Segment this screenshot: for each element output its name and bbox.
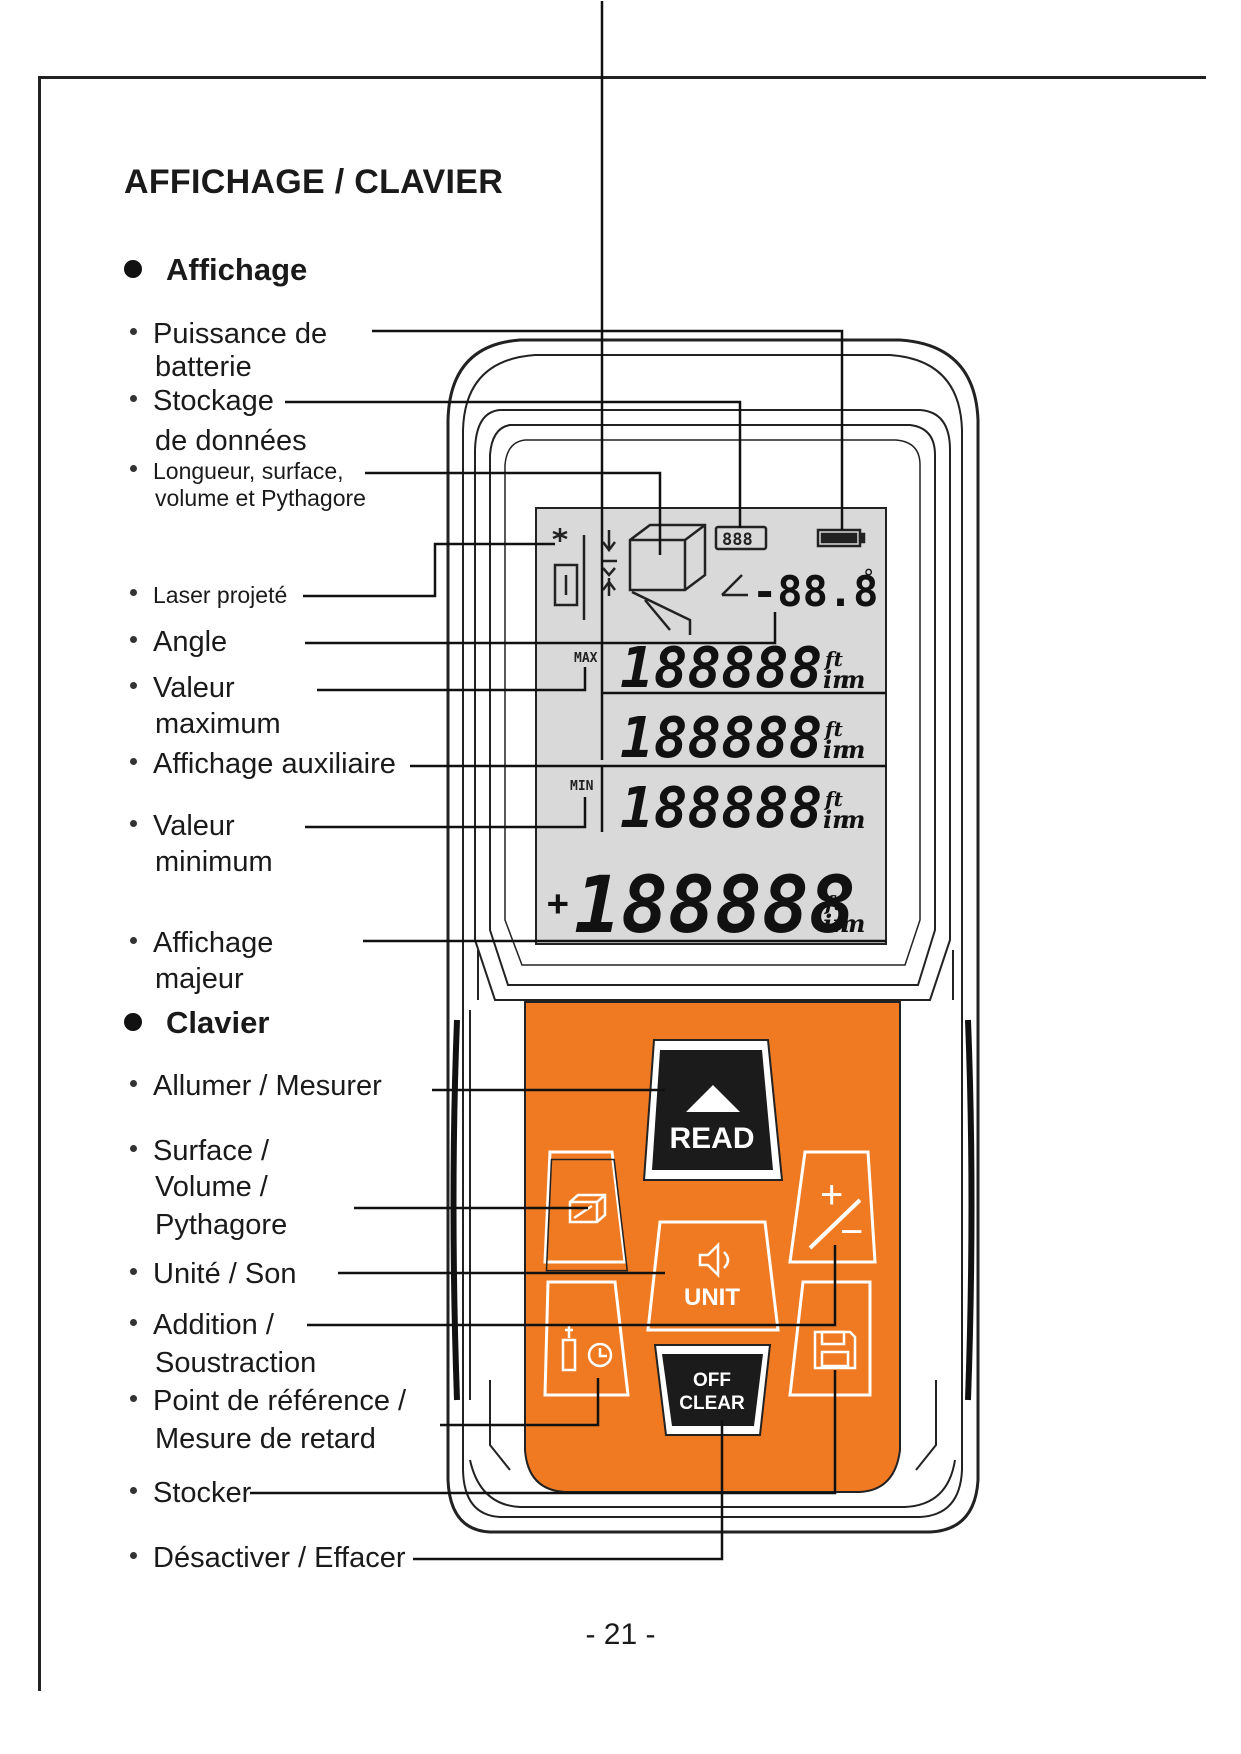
device-body xyxy=(446,338,980,1534)
leader-off-clear xyxy=(413,1420,724,1561)
read-label: READ xyxy=(669,1122,754,1155)
unit-sound-button[interactable]: UNIT xyxy=(646,1220,780,1332)
label-reference-delay: Point de référence /Mesure de retard xyxy=(130,1383,406,1457)
label-off-clear: Désactiver / Effacer xyxy=(130,1540,406,1576)
unit-ft: ft xyxy=(823,717,844,741)
leader-laser xyxy=(303,542,555,598)
section-bullet-icon xyxy=(124,1012,142,1031)
battery-icon xyxy=(816,528,866,548)
laser-pointer-icon xyxy=(552,528,586,620)
section-affichage: Affichage xyxy=(124,252,307,288)
area-volume-icon xyxy=(568,1193,607,1224)
store-button[interactable] xyxy=(788,1280,872,1397)
leader-storage xyxy=(285,400,742,528)
off-clear-button[interactable]: OFF CLEAR xyxy=(653,1344,772,1436)
page-top-rule xyxy=(38,76,1206,79)
unit-m: m xyxy=(840,805,865,834)
save-icon xyxy=(813,1330,857,1370)
leader-reference xyxy=(440,1378,600,1427)
angle-icon xyxy=(721,574,748,597)
lcd-row-3: 188888 xyxy=(620,776,822,841)
unit-m: m xyxy=(840,909,865,938)
label-angle: Angle xyxy=(130,624,227,660)
lcd-max-label: MAX xyxy=(574,651,598,666)
leader-angle xyxy=(305,612,777,645)
lcd-angle: -88.8 xyxy=(752,567,878,616)
label-add-subtract: Addition /Soustraction xyxy=(130,1307,316,1381)
lcd-units: ft in m ft in m ft in m ft in m xyxy=(823,647,865,938)
unit-in: in xyxy=(823,805,850,834)
lcd-degree: ° xyxy=(862,566,875,591)
unit-in-m: in xyxy=(823,665,850,694)
lcd-rows: 188888 188888 188888 188888 + xyxy=(547,636,856,951)
label-power-measure: Allumer / Mesurer xyxy=(130,1068,382,1104)
leader-add-subtract xyxy=(307,1245,837,1327)
unit-ft: ft xyxy=(823,787,844,811)
page-title: AFFICHAGE / CLAVIER xyxy=(124,163,504,201)
leader-min xyxy=(305,797,587,829)
lcd-min-label: MIN xyxy=(570,779,594,794)
speaker-icon xyxy=(698,1241,730,1279)
unit-label: UNIT xyxy=(684,1284,740,1311)
area-volume-button[interactable] xyxy=(543,1150,629,1272)
label-store: Stocker xyxy=(130,1475,251,1511)
area-volume-icon xyxy=(628,523,707,635)
plus-minus-button[interactable]: + − xyxy=(788,1150,877,1264)
leader-store xyxy=(250,1370,837,1495)
unit-ft: ft xyxy=(823,647,844,671)
section-clavier: Clavier xyxy=(124,1005,269,1041)
label-aux-display: Affichage auxiliaire xyxy=(130,746,396,782)
clear-label: CLEAR xyxy=(679,1393,745,1414)
label-unit-sound: Unité / Son xyxy=(130,1256,296,1292)
lcd-row-1: 188888 xyxy=(620,636,822,701)
lcd-aux-brackets xyxy=(600,1,886,832)
label-length-area-volume: Longueur, surface,volume et Pythagore xyxy=(130,458,366,512)
lcd-icons xyxy=(552,523,866,635)
reference-arrows-icon xyxy=(601,530,617,596)
section-bullet-icon xyxy=(124,259,142,278)
unit-m: m xyxy=(840,735,865,764)
leader-length xyxy=(365,471,662,555)
unit-in: in xyxy=(823,735,850,764)
plus-label: + xyxy=(820,1173,843,1217)
read-button[interactable]: READ xyxy=(642,1039,784,1181)
reference-delay-button[interactable] xyxy=(543,1280,630,1397)
lcd-row-2: 188888 xyxy=(620,706,822,771)
lcd-sign: + xyxy=(547,883,569,924)
off-label: OFF xyxy=(693,1370,731,1391)
reference-timer-icon xyxy=(561,1325,613,1372)
unit-ft: ft xyxy=(823,891,844,915)
leader-battery xyxy=(372,329,844,530)
unit-m: m xyxy=(840,665,865,694)
page-left-rule xyxy=(38,76,41,1691)
slash-icon xyxy=(808,1198,862,1250)
leader-max xyxy=(317,667,587,692)
label-laser: Laser projeté xyxy=(130,582,287,609)
unit-in: in xyxy=(823,909,850,938)
triangle-up-icon xyxy=(686,1085,740,1112)
section-title: Affichage xyxy=(166,252,308,287)
leader-lines xyxy=(250,329,886,1561)
lcd-memory: 888 xyxy=(722,530,753,550)
lcd-main: 188888 xyxy=(574,861,856,951)
minus-label: − xyxy=(840,1210,863,1254)
label-area-volume-key: Surface /Volume /Pythagore xyxy=(130,1133,287,1243)
section-title: Clavier xyxy=(166,1005,270,1040)
lcd-screen xyxy=(535,507,887,945)
page-number: - 21 - xyxy=(585,1618,656,1651)
